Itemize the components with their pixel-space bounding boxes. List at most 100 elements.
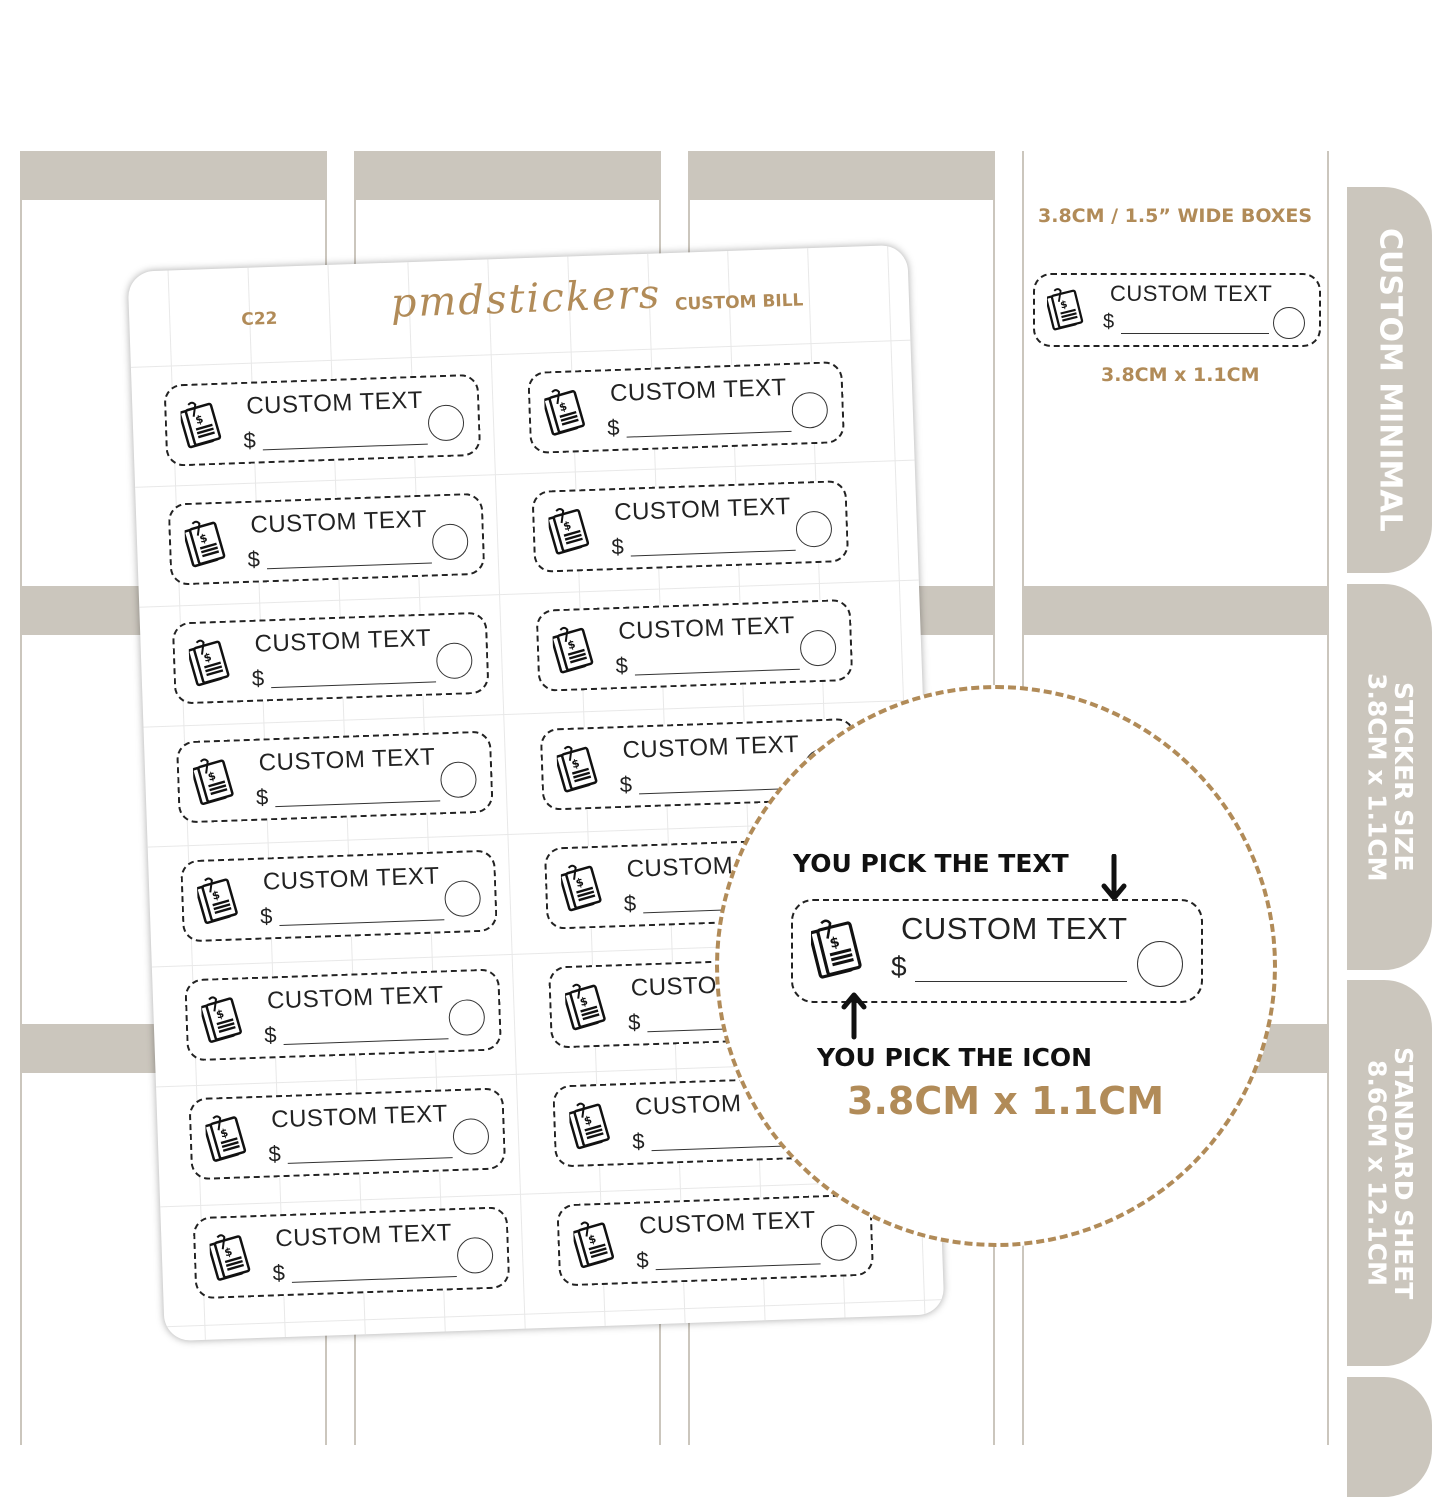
tab-sticker-size-value: 3.8CM x 1.1CM (1362, 672, 1392, 882)
sheet-sticker: CUSTOM TEXT $ (192, 1206, 511, 1300)
tab-standard-sheet-label: STANDARD SHEET 8.6CM x 12.1CM (1362, 1046, 1418, 1300)
tab-standard-sheet: STANDARD SHEET 8.6CM x 12.1CM (1347, 980, 1432, 1366)
callout-sticker-circle (1137, 941, 1183, 987)
sheet-sticker: CUSTOM TEXT $ (535, 598, 854, 692)
sheet-sticker-currency: $ (635, 1247, 650, 1273)
bill-icon (201, 994, 247, 1046)
sheet-sticker-title: CUSTOM TEXT (274, 1219, 453, 1253)
sheet-sticker-currency: $ (251, 665, 265, 691)
sheet-sticker-currency: $ (627, 1009, 641, 1035)
callout-sticker-currency: $ (891, 951, 907, 982)
preview-sticker-currency: $ (1103, 311, 1115, 333)
sheet-sticker-title: CUSTOM TEXT (609, 374, 788, 408)
bill-icon (560, 863, 606, 915)
tab-sticker-size: STICKER SIZE 3.8CM x 1.1CM (1347, 584, 1432, 970)
tab-sticker-size-title: STICKER SIZE (1388, 682, 1418, 872)
sheet-sticker-currency: $ (259, 903, 273, 929)
sheet-sticker-line (291, 1276, 457, 1283)
tab-partial (1347, 1377, 1432, 1497)
bill-icon (188, 638, 234, 690)
bill-icon (552, 625, 598, 677)
sheet-sticker-title: CUSTOM TEXT (613, 492, 792, 527)
preview-size: 3.8CM x 1.1CM (1101, 364, 1260, 386)
bill-icon (180, 400, 226, 452)
sheet-sticker-title: CUSTOM TEXT (638, 1206, 817, 1240)
pick-text-label: YOU PICK THE TEXT (793, 849, 1069, 878)
bill-icon (205, 1113, 251, 1165)
sheet-sticker-currency: $ (631, 1128, 645, 1154)
callout-sticker-line (915, 981, 1127, 982)
tab-standard-sheet-value: 8.6CM x 12.1CM (1362, 1060, 1392, 1286)
sheet-sticker: CUSTOM TEXT $ (175, 730, 494, 824)
sheet-sticker-line (287, 1157, 453, 1164)
callout-size: 3.8CM x 1.1CM (847, 1079, 1165, 1123)
bill-icon (197, 875, 243, 927)
sheet-sticker-currency: $ (623, 890, 637, 916)
sheet-sticker-line (634, 668, 800, 676)
sheet-sticker-line (283, 1038, 449, 1045)
sheet-sticker: CUSTOM TEXT $ (180, 849, 498, 943)
tab-standard-sheet-title: STANDARD SHEET (1388, 1046, 1418, 1300)
sheet-sticker-line (262, 443, 428, 451)
sheet-sticker-title: CUSTOM TEXT (262, 862, 440, 896)
header-band (22, 151, 325, 200)
sheet-sticker: CUSTOM TEXT $ (167, 492, 486, 586)
sheet-sticker-circle (456, 1236, 494, 1275)
sheet-sticker-circle (427, 404, 465, 442)
bill-icon (1047, 287, 1087, 333)
sheet-sticker-line (655, 1263, 821, 1271)
sheet-code: C22 (240, 308, 278, 330)
preview-heading: 3.8CM / 1.5” WIDE BOXES (1038, 205, 1313, 227)
sheet-sticker-currency: $ (272, 1260, 286, 1286)
preview-sticker-title: CUSTOM TEXT (1110, 281, 1273, 306)
sheet-sticker: CUSTOM TEXT $ (171, 611, 490, 705)
bill-icon (569, 1101, 615, 1153)
bill-icon (193, 756, 239, 808)
bill-icon (544, 387, 590, 439)
sheet-sticker-circle (799, 629, 837, 667)
sheet-sticker-currency: $ (611, 533, 625, 560)
bill-icon (556, 744, 602, 796)
sheet-sticker-title: CUSTOM TEXT (617, 611, 796, 646)
header-band (690, 151, 993, 200)
sheet-sticker-title: CUSTOM TEXT (245, 386, 424, 420)
preview-sticker-line (1121, 333, 1269, 334)
sheet-sticker-circle (435, 642, 473, 680)
sheet-sticker-line (271, 681, 437, 689)
sheet-sticker-currency: $ (243, 427, 257, 453)
sheet-sticker-currency: $ (247, 546, 261, 572)
bill-icon (573, 1219, 619, 1271)
sheet-sticker-currency: $ (255, 784, 269, 810)
tab-custom-minimal-label: CUSTOM MINIMAL (1372, 228, 1408, 532)
preview-sticker: CUSTOM TEXT $ (1033, 273, 1321, 347)
header-band (356, 151, 659, 200)
sheet-sticker-line (626, 430, 792, 438)
callout-sticker: CUSTOM TEXT $ (791, 899, 1203, 1003)
sheet-sticker-currency: $ (619, 771, 633, 798)
sheet-sticker-title: CUSTOM TEXT (622, 730, 800, 764)
bill-icon (209, 1232, 255, 1284)
sheet-sticker-line (275, 800, 441, 808)
bill-icon (565, 982, 611, 1034)
arrow-up-icon (841, 992, 867, 1040)
sheet-sticker-circle (431, 523, 469, 561)
tab-custom-minimal: CUSTOM MINIMAL (1347, 187, 1432, 573)
sheet-sticker-currency: $ (615, 652, 629, 679)
sheet-sticker-circle (452, 1117, 490, 1156)
sheet-sticker-title: CUSTOM TEXT (270, 1100, 449, 1134)
bill-icon (184, 519, 230, 571)
pick-icon-label: YOU PICK THE ICON (817, 1043, 1093, 1072)
bill-icon (811, 917, 867, 983)
sheet-sticker-line (279, 919, 445, 927)
sheet-sticker-line (266, 562, 432, 570)
sheet-sticker-circle (444, 880, 482, 918)
sheet-sticker-circle (791, 391, 829, 429)
sheet-sticker-title: CUSTOM TEXT (250, 505, 428, 539)
divider-band (1024, 586, 1327, 635)
sheet-sticker-title: CUSTOM TEXT (258, 743, 436, 777)
bill-icon (548, 506, 594, 558)
sheet-sticker: CUSTOM TEXT$ (184, 968, 502, 1062)
sheet-sticker-title: CUSTOM TEXT (254, 624, 432, 658)
magnifier-callout: YOU PICK THE TEXT CUSTOM TEXT $ YOU PICK… (715, 685, 1277, 1247)
sheet-sticker-currency: $ (606, 414, 620, 441)
